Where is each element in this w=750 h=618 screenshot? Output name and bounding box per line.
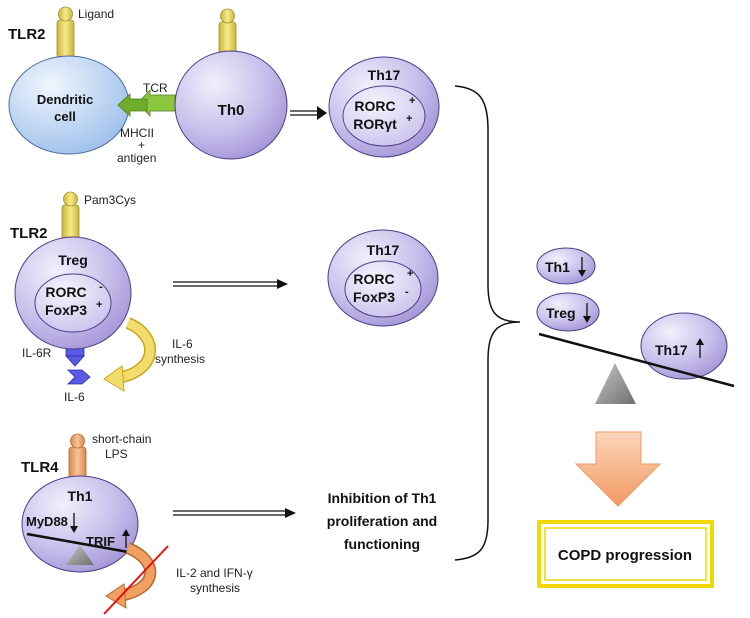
th17-up-arrow: [696, 338, 704, 358]
balance-th17-label: Th17: [655, 342, 688, 358]
myd88-label: MyD88: [26, 514, 68, 529]
tlr4-label: TLR4: [21, 459, 59, 476]
tcr-mhc-arrows: [117, 88, 176, 118]
treg-rorc-sign: -: [99, 281, 103, 293]
balance-fulcrum: [595, 363, 636, 404]
il2-ifng-label-1: IL-2 and IFN-γ: [176, 566, 253, 580]
th17-foxp3-label: FoxP3: [353, 289, 395, 305]
th17-label-row2: Th17: [367, 242, 400, 258]
mhc-label-3: antigen: [117, 151, 156, 165]
treg-foxp3-sign: +: [96, 299, 102, 311]
tlr2-label-row1: TLR2: [8, 26, 46, 43]
treg-foxp3-label: FoxP3: [45, 302, 87, 318]
treg-rorc-label: RORC: [45, 284, 86, 300]
copd-progression-label: COPD progression: [558, 547, 692, 564]
treg-nucleus: [34, 273, 112, 333]
summary-brace: [454, 85, 521, 561]
th17-nucleus-row2: [344, 260, 422, 318]
th17-rorc-label: RORC: [353, 271, 394, 287]
th17-nucleus-row1: [342, 85, 426, 147]
rorc-sign: +: [409, 95, 415, 107]
th17-rorc-sign: +: [407, 268, 413, 280]
rorc-plus-label: RORC: [354, 98, 395, 114]
arrow-row1: [290, 106, 327, 120]
treg-down-arrow: [583, 303, 591, 323]
il6-synthesis-label-2: synthesis: [155, 352, 205, 366]
tcr-label: TCR: [143, 81, 168, 95]
th1-pill: [536, 247, 596, 285]
copd-box: [537, 520, 714, 588]
ligand-receptor-row1: [56, 6, 75, 59]
pam3cys-label: Pam3Cys: [84, 193, 136, 207]
th1-balance-beam: [26, 532, 135, 555]
balance-beam: [538, 332, 735, 388]
lps-label-1: short-chain: [92, 432, 151, 446]
myd88-down-arrow: [70, 513, 78, 533]
copd-box-inner: [544, 527, 707, 581]
th0-label: Th0: [218, 102, 245, 119]
treg-pill: [536, 292, 600, 332]
il2-ifng-label-2: synthesis: [190, 581, 240, 595]
il6-molecule: [67, 369, 91, 385]
il6-synthesis-arrow: [103, 317, 157, 392]
arrow-row2: [173, 279, 288, 289]
rorgt-label: RORγt: [353, 116, 397, 132]
th1-balance-fulcrum: [66, 545, 94, 565]
treg-label: Treg: [58, 252, 88, 268]
dendritic-cell-label-1: Dendritic: [37, 92, 93, 107]
lps-receptor: [68, 433, 87, 482]
lps-label-2: LPS: [105, 447, 128, 461]
inhibition-cross-line: [103, 545, 169, 615]
ligand-label: Ligand: [78, 7, 114, 21]
outcome-label-1: Inhibition of Th1: [328, 490, 437, 506]
th17-foxp3-sign: -: [405, 286, 409, 298]
th17-label-row1: Th17: [368, 67, 401, 83]
arrow-row3: [173, 508, 296, 518]
outcome-label-3: functioning: [344, 536, 420, 552]
th0-cell: [174, 50, 288, 160]
mhc-label-1: MHCII: [120, 126, 154, 140]
th17-pill: [640, 312, 728, 380]
balance-treg-label: Treg: [546, 305, 576, 321]
outcome-label-2: proliferation and: [327, 513, 437, 529]
il6-label: IL-6: [64, 390, 85, 404]
mhc-label-2: +: [138, 138, 145, 152]
tlr2-label-row2: TLR2: [10, 225, 48, 242]
il6r-label: IL-6R: [22, 346, 52, 360]
balance-th1-label: Th1: [545, 259, 570, 275]
th1-label: Th1: [68, 488, 93, 504]
progression-arrow: [574, 431, 662, 507]
il6-synthesis-label-1: IL-6: [172, 337, 193, 351]
trif-up-arrow: [122, 529, 130, 548]
th1-down-arrow: [578, 257, 586, 277]
rorgt-sign: +: [406, 113, 412, 125]
il2-ifng-synthesis-arrow: [105, 542, 157, 609]
pam3cys-receptor: [61, 191, 80, 246]
dendritic-cell-label-2: cell: [54, 109, 76, 124]
